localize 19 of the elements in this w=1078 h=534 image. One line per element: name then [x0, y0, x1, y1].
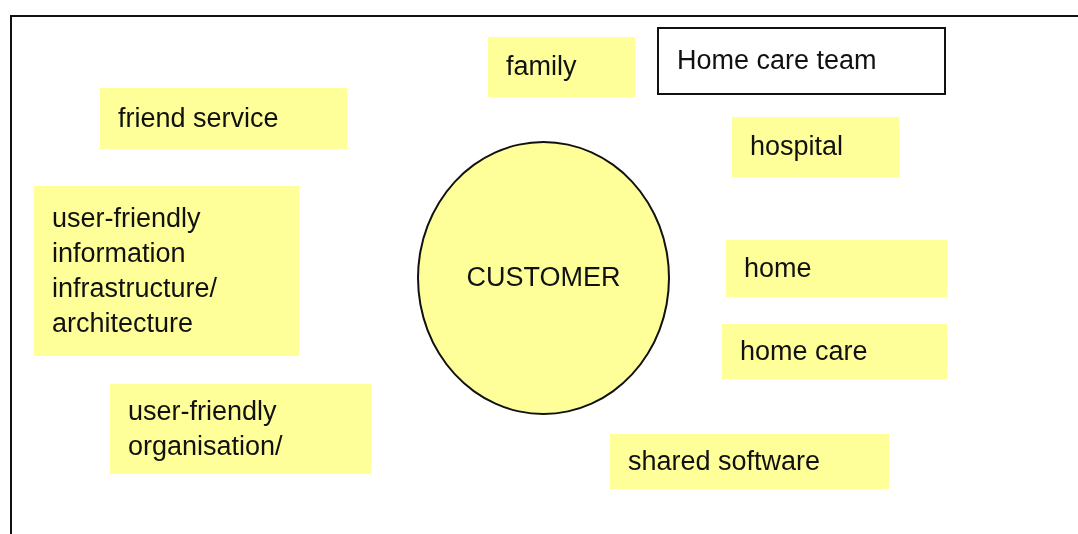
- node-label: CUSTOMER: [466, 261, 621, 295]
- sticky-note: [100, 88, 347, 149]
- sticky-note: [610, 434, 889, 489]
- node-label: Home care team: [677, 44, 877, 78]
- node-label: user-friendly organisation/: [128, 394, 284, 463]
- sticky-note: [34, 186, 299, 356]
- node-label: home: [744, 251, 812, 285]
- node-label: home care: [740, 334, 868, 368]
- node-label: shared software: [628, 444, 821, 478]
- sticky-note: [722, 324, 947, 379]
- process-box: [657, 27, 946, 95]
- node-label: hospital: [750, 130, 844, 164]
- node-label: friend service: [118, 101, 279, 135]
- node-label: family: [506, 50, 577, 84]
- sticky-note: [726, 240, 947, 297]
- node-label: user-friendly information infrastructure/ architecture: [52, 201, 219, 341]
- sticky-note: [110, 384, 371, 474]
- sticky-note: [732, 117, 899, 177]
- sticky-note: [488, 37, 635, 97]
